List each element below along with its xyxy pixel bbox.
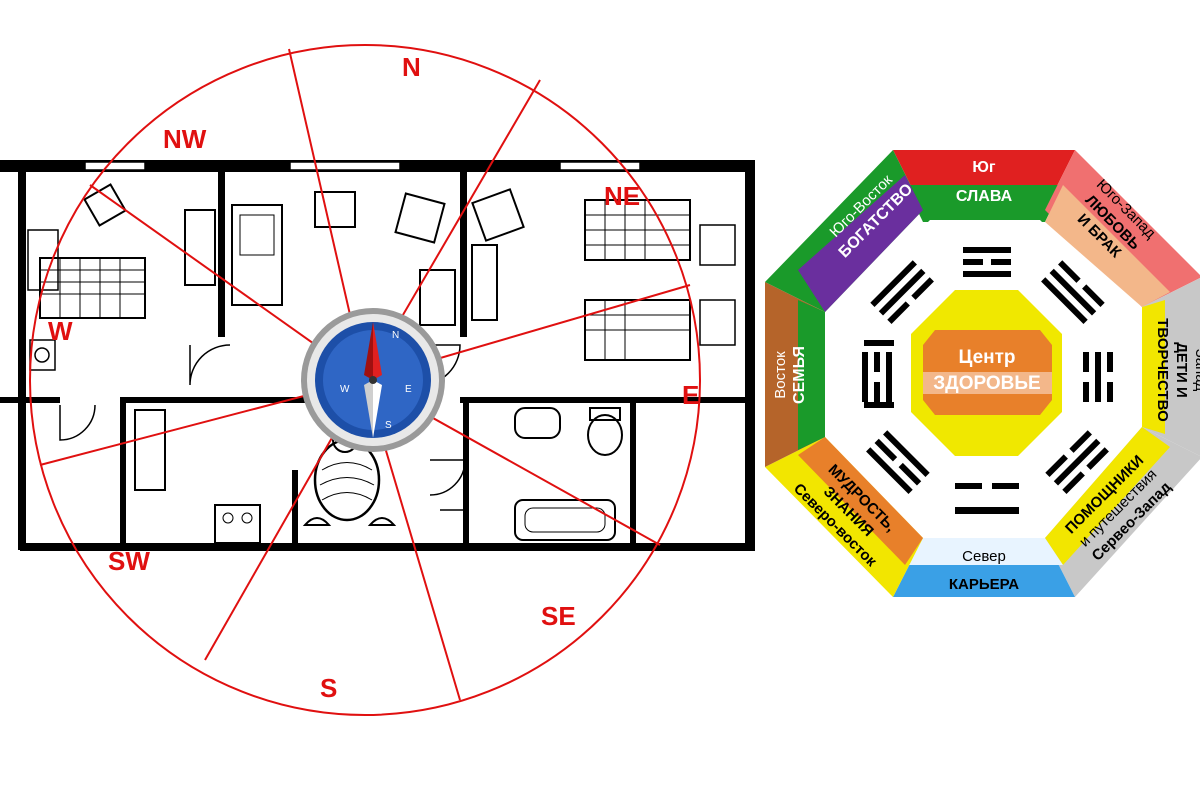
plan-right-wall: [745, 165, 755, 550]
direction-nw: NW: [163, 124, 207, 154]
bagua-northeast: [765, 437, 923, 597]
bagua-southwest: [1045, 150, 1200, 307]
stove: [214, 504, 261, 544]
plan-left-wall: [18, 165, 26, 550]
shelf: [27, 229, 59, 291]
plan-bottom-wall: [20, 543, 755, 551]
chair: [83, 183, 127, 227]
compass-icon: N E W S: [301, 308, 445, 452]
door-arc: [59, 404, 96, 441]
bagua-east-line1: Восток: [772, 351, 789, 399]
nightstand: [699, 224, 736, 266]
bathtub: [514, 499, 616, 541]
door-arc: [440, 509, 466, 540]
window: [84, 161, 146, 171]
bagua-north-line1: Север: [962, 548, 1006, 565]
armchair: [394, 192, 446, 244]
cabinet: [419, 269, 456, 326]
direction-n: N: [402, 52, 421, 82]
door-arc: [429, 459, 466, 496]
nightstand: [699, 299, 736, 346]
bagua-south-line2: СЛАВА: [956, 188, 1013, 205]
bagua-center-line2: ЗДОРОВЬЕ: [933, 373, 1040, 394]
interior-wall: [460, 172, 467, 337]
bagua-east-line2: СЕМЬЯ: [791, 346, 808, 404]
svg-text:E: E: [405, 384, 412, 395]
svg-text:S: S: [385, 420, 392, 431]
bagua-west-line3: ТВОРЧЕСТВО: [1154, 318, 1171, 422]
direction-ne: NE: [604, 181, 640, 211]
bagua-center-line1: Центр: [958, 347, 1015, 368]
bagua-west-line1: Запад: [1192, 349, 1200, 392]
interior-wall: [460, 397, 750, 403]
direction-sw: SW: [108, 546, 150, 576]
bed: [39, 257, 146, 319]
window: [289, 161, 401, 171]
interior-wall: [120, 397, 320, 403]
table: [314, 191, 356, 228]
direction-se: SE: [541, 601, 576, 631]
kitchen-counter: [134, 409, 166, 491]
sink: [514, 407, 561, 439]
bagua-northwest: [1045, 427, 1200, 597]
door-arc: [189, 344, 231, 386]
direction-e: E: [682, 380, 699, 410]
wardrobe: [184, 209, 216, 286]
compass-circle: [29, 44, 701, 716]
bagua-south-line1: Юг: [972, 159, 996, 176]
svg-text:N: N: [392, 330, 399, 341]
window: [559, 161, 641, 171]
bagua-map: Юг СЛАВА Юго-Восток БОГАТСТВО Юго-Запад …: [765, 150, 1200, 597]
bagua-north-line2: КАРЬЕРА: [949, 576, 1019, 593]
trigram-bars: [862, 247, 1113, 514]
bagua-west-line2: ДЕТИ И: [1173, 342, 1190, 398]
armchair: [471, 188, 525, 242]
floor-plan: [0, 160, 755, 551]
interior-wall: [292, 470, 298, 548]
direction-w: W: [48, 316, 73, 346]
interior-wall: [463, 400, 469, 548]
direction-s: S: [320, 673, 337, 703]
svg-text:W: W: [340, 384, 350, 395]
toilet: [587, 414, 623, 456]
interior-wall: [630, 400, 636, 548]
sofa: [231, 204, 283, 306]
wardrobe: [471, 244, 498, 321]
interior-wall: [218, 172, 225, 337]
interior-wall: [120, 400, 126, 548]
